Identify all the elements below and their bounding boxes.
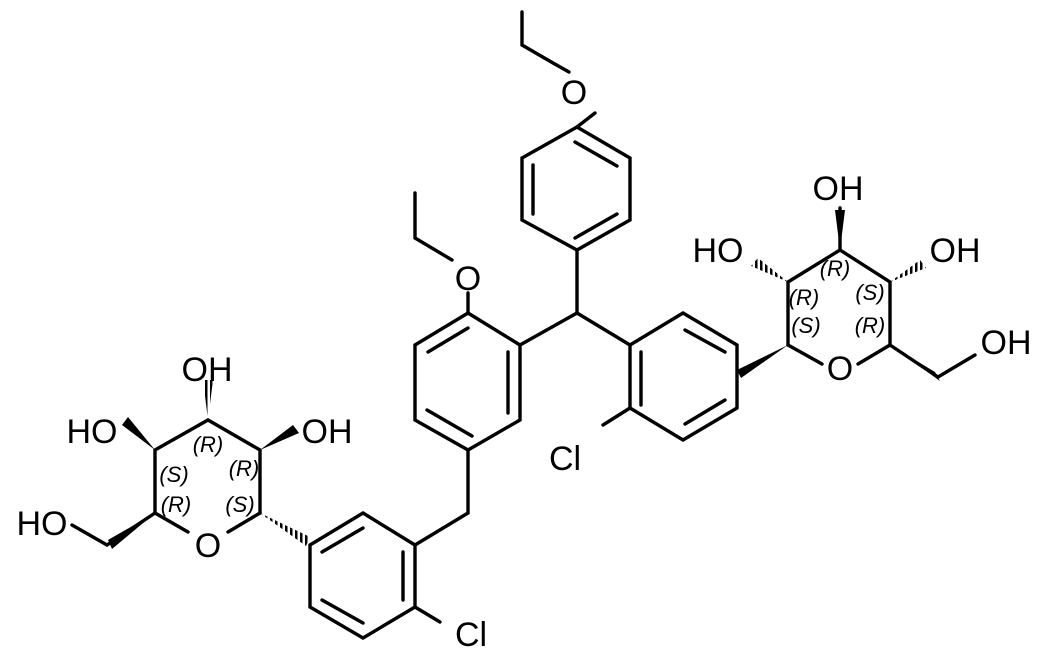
hash-bond bbox=[203, 380, 213, 420]
bonds bbox=[70, 10, 977, 640]
hash-bond bbox=[890, 260, 926, 282]
stereo-label: (S) bbox=[159, 462, 188, 487]
stereo-label: (R) bbox=[193, 432, 224, 457]
atom-o-right-sugar-ring: O bbox=[827, 350, 853, 388]
stereo-label: (R) bbox=[161, 492, 192, 517]
atom-oh-right-sugar-right: OH bbox=[930, 232, 981, 270]
stereo-label: (R) bbox=[820, 256, 851, 281]
wedge-bond bbox=[122, 417, 155, 450]
hash-bond bbox=[260, 513, 310, 546]
stereo-label: (R) bbox=[789, 285, 820, 310]
atom-oh-right-sugar-top: OH bbox=[813, 170, 864, 208]
wedge-bond bbox=[737, 345, 788, 378]
stereo-label: (S) bbox=[225, 492, 254, 517]
wedge-bond bbox=[260, 425, 299, 450]
atom-oh-left-sugar-right: OH bbox=[302, 413, 353, 451]
stereo-labels: (R) (R) (S) (S) (R) (R) (R) (S) (R) (S) bbox=[159, 256, 885, 517]
atom-ho-left-sugar-left: HO bbox=[67, 413, 118, 451]
atom-cl-right: Cl bbox=[549, 440, 581, 478]
stereo-label: (S) bbox=[855, 280, 884, 305]
stereo-label: (R) bbox=[855, 313, 886, 338]
atom-labels: O O Cl Cl HO OH OH O OH OH HO OH O HO bbox=[17, 74, 1032, 654]
atom-o-middle: O bbox=[455, 260, 481, 298]
wedge-bond bbox=[108, 513, 155, 549]
atom-cl-bottom: Cl bbox=[455, 616, 487, 654]
atom-ho-right-sugar-left: HO bbox=[693, 232, 744, 270]
stereo-label: (S) bbox=[791, 313, 820, 338]
wedge-bond bbox=[890, 345, 940, 381]
hash-bond bbox=[751, 258, 788, 282]
atom-o-left-sugar-ring: O bbox=[195, 527, 221, 565]
stereo-wedges bbox=[108, 210, 940, 549]
atom-ho-left-ch2oh: HO bbox=[17, 505, 68, 543]
atom-oh-left-sugar-top: OH bbox=[182, 351, 233, 389]
atom-oh-right-ch2oh: OH bbox=[981, 324, 1032, 362]
stereo-label: (R) bbox=[229, 456, 260, 481]
wedge-bond bbox=[835, 210, 845, 250]
atom-o-top: O bbox=[561, 74, 587, 112]
